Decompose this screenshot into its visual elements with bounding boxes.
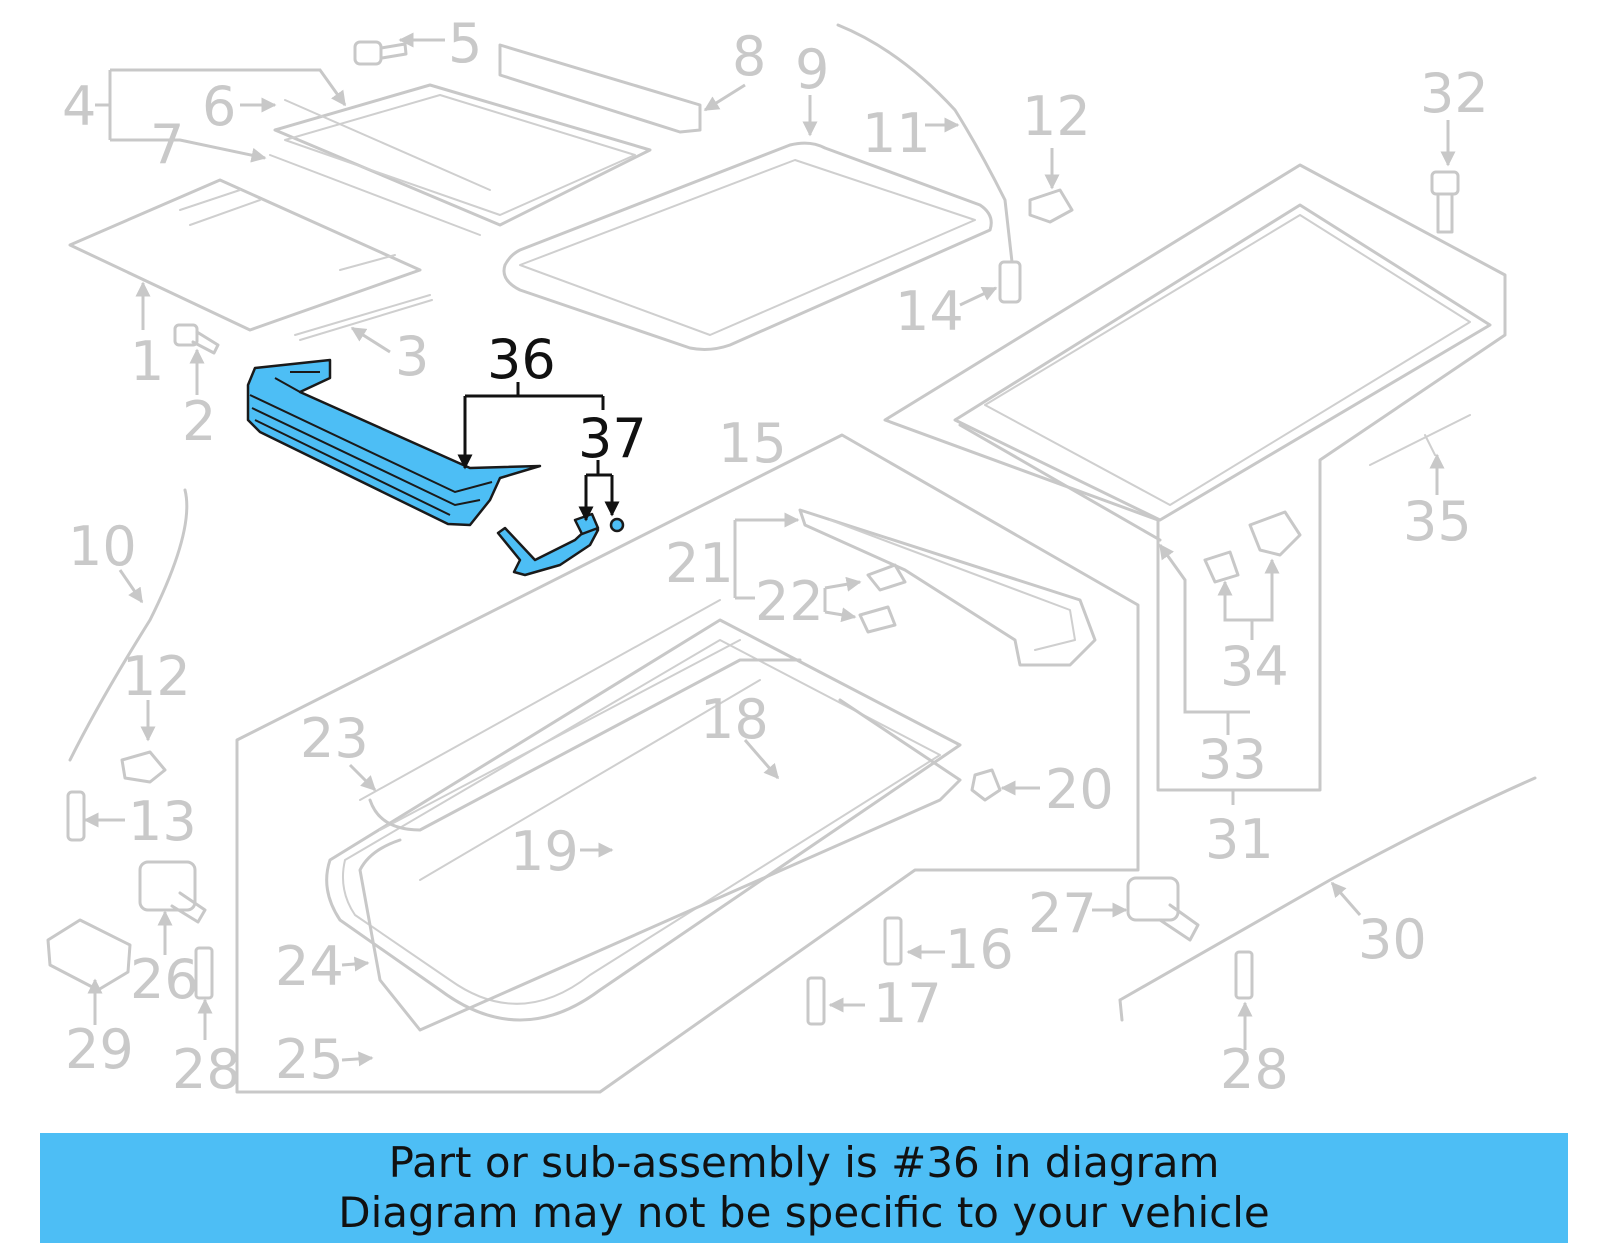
label-25: 25 <box>275 1028 344 1091</box>
banner-line-1: Part or sub-assembly is #36 in diagram <box>388 1138 1220 1187</box>
label-19: 19 <box>510 820 579 883</box>
label-27: 27 <box>1028 882 1097 945</box>
bracket-21 <box>798 508 1097 667</box>
part-37-highlighted <box>496 512 625 577</box>
wiring-harness-23 <box>358 658 962 1032</box>
clip-22a-icon <box>866 563 907 592</box>
bolt-32-icon <box>1430 170 1460 234</box>
label-18: 18 <box>700 688 769 751</box>
label-17: 17 <box>873 972 942 1035</box>
glass-frame <box>273 83 652 227</box>
label-15: 15 <box>718 412 787 475</box>
bolt-28-left-icon <box>194 946 214 1000</box>
label-35: 35 <box>1403 490 1472 553</box>
deflector-strip <box>294 294 433 341</box>
drain-hose-10 <box>68 488 189 762</box>
label-5: 5 <box>448 12 482 75</box>
part-36-highlighted <box>246 358 542 527</box>
clip-22b-icon <box>858 605 897 634</box>
label-36: 36 <box>487 328 556 391</box>
label-26: 26 <box>130 948 199 1011</box>
weather-strip <box>269 99 491 236</box>
label-14: 14 <box>895 280 964 343</box>
clip-35 <box>1369 414 1471 466</box>
hose-connector-14-icon <box>998 260 1022 304</box>
label-12-lower: 12 <box>122 645 191 708</box>
motor-27-icon <box>1126 876 1200 942</box>
clip-12-icon <box>1028 188 1074 224</box>
label-34: 34 <box>1220 635 1289 698</box>
label-9: 9 <box>795 38 829 101</box>
motor-26-icon <box>138 860 207 924</box>
bolt-17-icon <box>806 976 826 1026</box>
label-33: 33 <box>1198 728 1267 791</box>
highlight-leaders <box>457 382 620 522</box>
label-11: 11 <box>862 102 931 165</box>
label-24: 24 <box>275 935 344 998</box>
info-banner: Part or sub-assembly is #36 in diagram D… <box>40 1133 1568 1243</box>
bolt-5-icon <box>353 40 408 66</box>
label-1: 1 <box>130 330 164 393</box>
bracket-8 <box>498 43 702 134</box>
bolt-16-icon <box>883 916 903 966</box>
part-labels: 4 6 7 5 8 9 11 12 14 1 2 3 10 12 13 15 2… <box>62 12 1489 1101</box>
label-28-left: 28 <box>172 1038 241 1101</box>
label-28-right: 28 <box>1220 1038 1289 1101</box>
label-22: 22 <box>755 570 824 633</box>
drain-hose-11 <box>836 23 1014 264</box>
label-31: 31 <box>1205 808 1274 871</box>
label-8: 8 <box>732 25 766 88</box>
frame-assembly-31 <box>883 163 1507 792</box>
module-29-icon <box>46 918 132 992</box>
label-2: 2 <box>182 390 216 453</box>
label-21: 21 <box>665 532 734 595</box>
glass-panel <box>68 178 422 332</box>
mechanism-frame-15 <box>235 433 1140 1094</box>
label-10: 10 <box>68 515 137 578</box>
bolt-28-right-icon <box>1234 950 1254 1000</box>
bracket-34b <box>1248 510 1302 557</box>
sunroof-seal <box>502 141 993 351</box>
label-7: 7 <box>150 113 184 176</box>
banner-line-2: Diagram may not be specific to your vehi… <box>338 1188 1270 1237</box>
label-30: 30 <box>1358 908 1427 971</box>
label-3: 3 <box>395 325 429 388</box>
hose-connector-13-icon <box>66 790 86 842</box>
label-6: 6 <box>202 75 236 138</box>
leader-lines <box>83 32 1456 1067</box>
label-4: 4 <box>62 75 96 138</box>
label-23: 23 <box>300 707 369 770</box>
molding-30 <box>1118 776 1537 1022</box>
bolt-2-icon <box>173 323 220 355</box>
bracket-34a <box>1203 550 1240 584</box>
label-16: 16 <box>945 918 1014 981</box>
clip-12-lower-icon <box>120 750 167 784</box>
label-37: 37 <box>578 407 647 470</box>
label-13: 13 <box>128 790 197 853</box>
label-29: 29 <box>65 1018 134 1081</box>
clip-20-icon <box>970 768 1002 802</box>
label-12-upper: 12 <box>1022 85 1091 148</box>
label-32: 32 <box>1420 62 1489 125</box>
label-20: 20 <box>1045 758 1114 821</box>
